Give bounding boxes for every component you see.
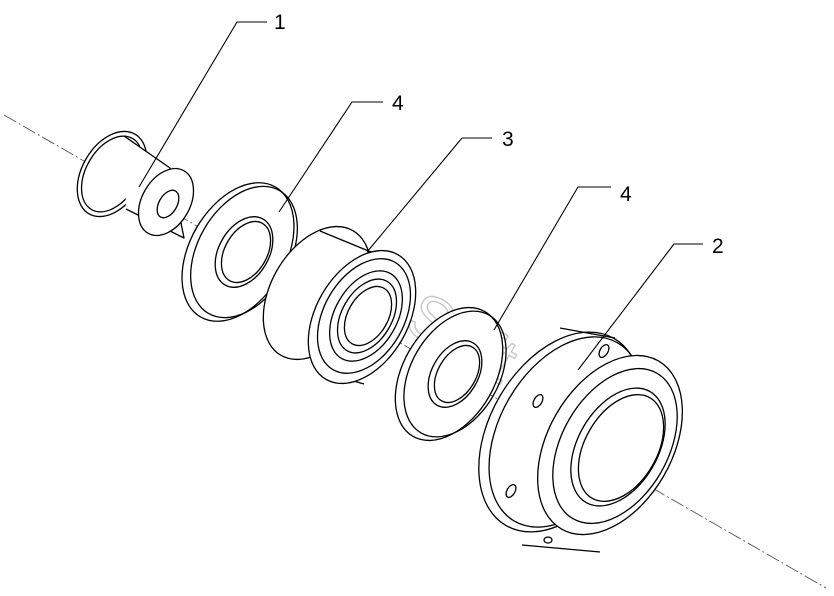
bolt-hole xyxy=(543,536,553,544)
bolt-hole xyxy=(532,393,544,409)
part-4-washer-right xyxy=(394,306,507,442)
leader-line-4a xyxy=(278,101,383,213)
part-1-bushing xyxy=(76,130,195,239)
callout-2-label: 2 xyxy=(712,235,724,258)
bolt-hole xyxy=(505,483,517,499)
part-4-washer-left xyxy=(181,182,299,322)
callout-4b-label: 4 xyxy=(620,183,632,206)
callout-4a-label: 4 xyxy=(392,92,404,115)
leader-lines xyxy=(138,21,703,371)
leader-line-1 xyxy=(138,21,267,188)
callout-1-label: 1 xyxy=(274,11,286,34)
callout-3-label: 3 xyxy=(502,128,514,151)
leader-line-3 xyxy=(366,137,492,253)
leader-line-2 xyxy=(577,243,703,371)
part-3-bearing xyxy=(262,225,417,385)
bolt-hole xyxy=(598,343,610,359)
part-2-housing xyxy=(478,327,684,553)
leader-line-4b xyxy=(493,186,611,331)
